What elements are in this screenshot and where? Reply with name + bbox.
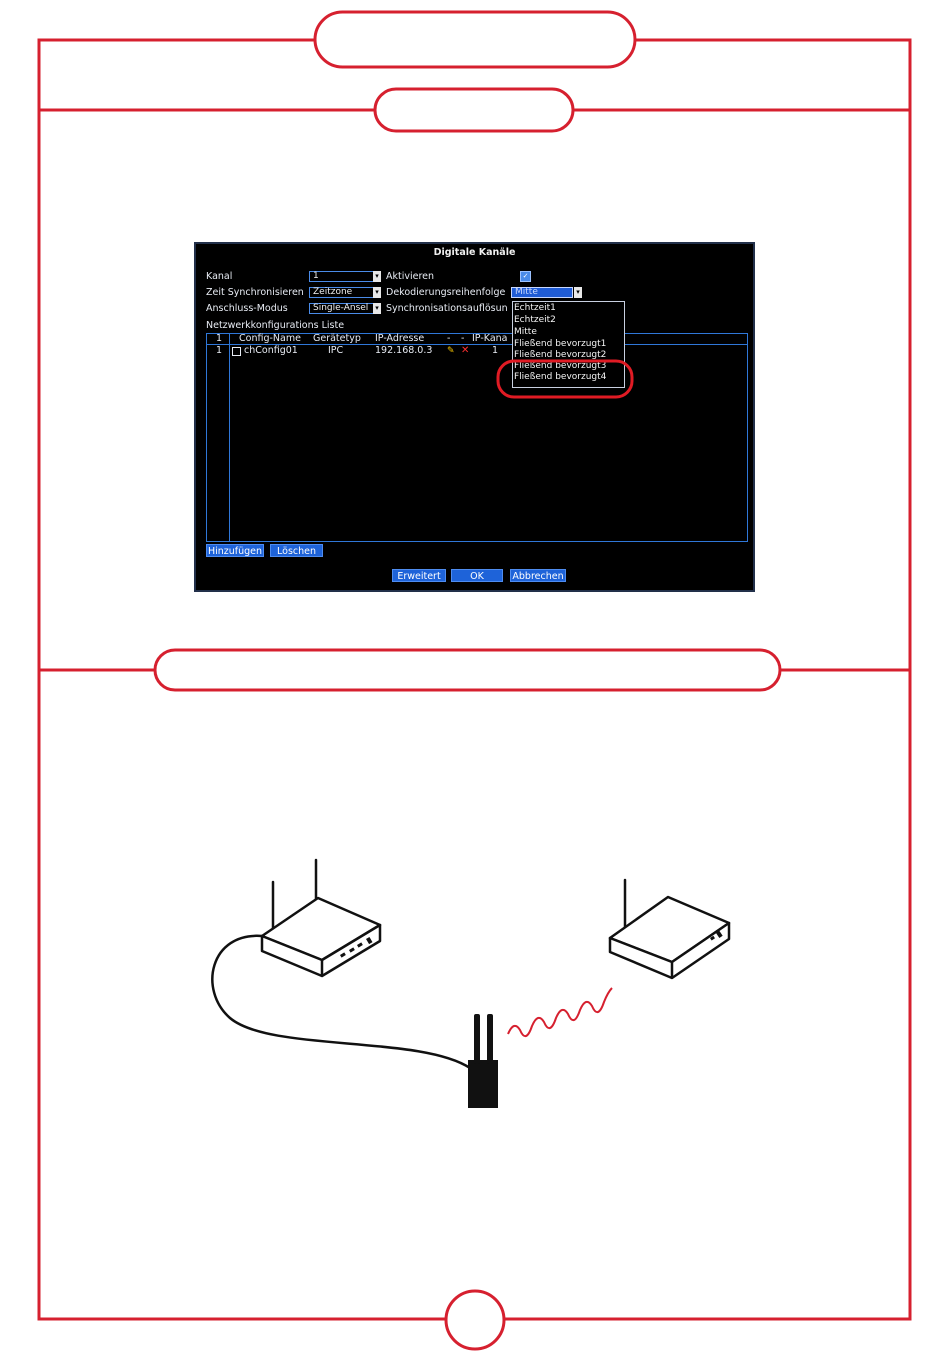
- cancel-button[interactable]: Abbrechen: [510, 569, 566, 582]
- dekodierung-select[interactable]: Mitte: [511, 287, 573, 298]
- ok-button[interactable]: OK: [451, 569, 503, 582]
- router-left-icon: [260, 858, 382, 978]
- header-ip-address[interactable]: IP-Adresse: [375, 333, 425, 344]
- title-capsule-section1: [373, 87, 575, 133]
- row-index: 1: [216, 345, 223, 356]
- dropdown-option[interactable]: Fließend bevorzugt3: [514, 361, 607, 371]
- network-config-list[interactable]: 1 Config-Name Gerätetyp IP-Adresse - - I…: [206, 333, 748, 542]
- zeit-label: Zeit Synchronisieren: [206, 287, 304, 298]
- aktivieren-checkbox[interactable]: ✓: [520, 271, 531, 282]
- dropdown-option[interactable]: Echtzeit1: [514, 303, 556, 313]
- highlight-ring: [496, 359, 634, 399]
- decoding-order-dropdown[interactable]: Echtzeit1 Echtzeit2 Mitte Fließend bevor…: [512, 301, 625, 388]
- kanal-value: 1: [313, 271, 319, 281]
- anschluss-label: Anschluss-Modus: [206, 303, 288, 314]
- row-channel: 1: [492, 345, 499, 356]
- header-device-type[interactable]: Gerätetyp: [313, 333, 361, 344]
- row-ip: 192.168.0.3: [375, 345, 433, 356]
- chevron-down-icon[interactable]: ▾: [574, 287, 582, 298]
- chevron-down-icon[interactable]: ▾: [373, 287, 381, 298]
- row-type: IPC: [328, 345, 344, 356]
- header-dash-2: -: [461, 333, 465, 344]
- sync-label: Synchronisationsauflösun: [386, 303, 508, 314]
- digital-channels-dialog: Digitale Kanäle Kanal 1 ▾ Aktivieren ✓ Z…: [194, 242, 755, 592]
- zeit-select[interactable]: Zeitzone: [309, 287, 376, 298]
- dekodierung-label: Dekodierungsreihenfolge: [386, 287, 506, 298]
- zeit-value: Zeitzone: [313, 287, 353, 297]
- kanal-label: Kanal: [206, 271, 233, 282]
- row-checkbox[interactable]: [232, 347, 241, 356]
- header-index: 1: [216, 333, 223, 344]
- chevron-down-icon[interactable]: ▾: [373, 271, 381, 282]
- list-title: Netzwerkkonfigurations Liste: [206, 320, 345, 331]
- delete-button[interactable]: Löschen: [270, 544, 323, 557]
- header-config-name[interactable]: Config-Name: [239, 333, 301, 344]
- kanal-select[interactable]: 1: [309, 271, 376, 282]
- router-right-icon: [608, 878, 731, 980]
- title-capsule-top: [313, 10, 637, 69]
- edit-icon[interactable]: ✎: [447, 346, 455, 356]
- add-button[interactable]: Hinzufügen: [206, 544, 264, 557]
- advanced-button[interactable]: Erweitert: [392, 569, 446, 582]
- header-ip-channel[interactable]: IP-Kana: [472, 333, 508, 344]
- row-name: chConfig01: [244, 345, 298, 356]
- page-number-circle: [444, 1289, 506, 1351]
- header-dash-1: -: [447, 333, 451, 344]
- ethernet-cable: [211, 934, 471, 1070]
- aktivieren-label: Aktivieren: [386, 271, 435, 282]
- dekodierung-value: Mitte: [515, 287, 538, 297]
- dropdown-option[interactable]: Fließend bevorzugt2: [514, 350, 607, 360]
- dialog-title: Digitale Kanäle: [433, 247, 516, 258]
- dropdown-option[interactable]: Fließend bevorzugt1: [514, 339, 607, 349]
- dropdown-option[interactable]: Echtzeit2: [514, 315, 556, 325]
- repeater-icon: [468, 1014, 498, 1108]
- title-capsule-section2: [153, 648, 782, 692]
- wireless-signal-icon: [507, 987, 613, 1037]
- anschluss-select[interactable]: Single-Ansel: [309, 303, 376, 314]
- delete-icon[interactable]: ✕: [461, 345, 470, 356]
- chevron-down-icon[interactable]: ▾: [373, 303, 381, 314]
- dropdown-option[interactable]: Fließend bevorzugt4: [514, 372, 607, 382]
- anschluss-value: Single-Ansel: [313, 303, 369, 313]
- dropdown-option[interactable]: Mitte: [514, 327, 537, 337]
